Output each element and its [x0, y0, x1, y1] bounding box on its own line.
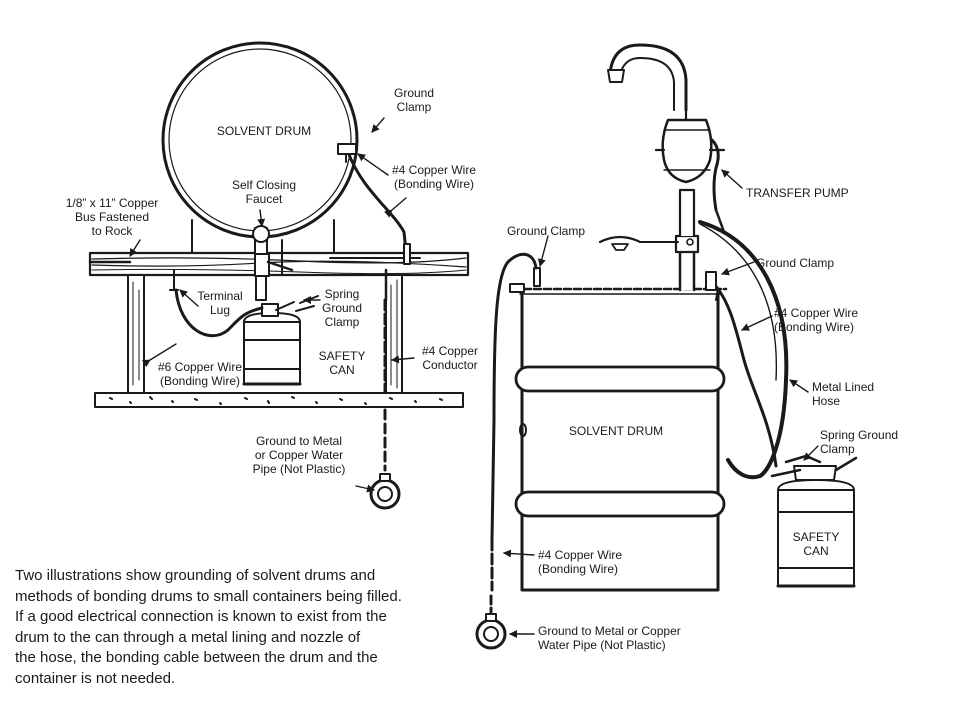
self-closing-faucet	[252, 225, 294, 301]
label-copper-wire-4-right-lower: #4 Copper Wire (Bonding Wire)	[538, 548, 623, 576]
right-leader-arrows	[503, 169, 819, 638]
label-metal-lined-hose: Metal Lined Hose	[812, 380, 875, 408]
label-solvent-drum-right: SOLVENT DRUM	[568, 424, 664, 438]
transfer-pump	[598, 43, 726, 292]
spring-ground-clamp-right	[784, 454, 822, 464]
caption-line: methods of bonding drums to small contai…	[15, 587, 402, 605]
label-spring-ground-clamp-left: Spring Ground Clamp	[321, 287, 363, 329]
caption-line: Two illustrations show grounding of solv…	[15, 567, 376, 584]
right-safety-can	[770, 456, 858, 588]
drum-ground-clamp-left	[337, 143, 357, 163]
bonding-wire-4-right-lower	[490, 252, 538, 542]
label-copper-wire-4-left: #4 Copper Wire (Bonding Wire)	[391, 163, 477, 191]
label-copper-bus: 1/8” x 11” Copper Bus Fastened to Rock	[65, 196, 159, 238]
concrete-floor	[94, 392, 464, 408]
label-spring-ground-clamp-right: Spring Ground Clamp	[820, 428, 899, 456]
wooden-rack-beam	[88, 251, 470, 277]
label-transfer-pump: TRANSFER PUMP	[746, 186, 849, 200]
label-copper-wire-6: #6 Copper Wire (Bonding Wire)	[157, 360, 243, 388]
caption: Two illustrations show grounding of solv…	[15, 566, 435, 689]
ground-pipe-clamp-right	[475, 613, 507, 650]
label-ground-to-pipe-left: Ground to Metal or Copper Water Pipe (No…	[252, 434, 346, 476]
horizontal-solvent-drum	[161, 41, 359, 239]
left-leader-arrows	[129, 117, 415, 493]
bonding-wire-6	[174, 288, 264, 338]
label-safety-can-right: SAFETY CAN	[792, 530, 840, 558]
label-self-closing-faucet: Self Closing Faucet	[231, 178, 297, 206]
label-ground-clamp-left: Ground Clamp	[393, 86, 435, 114]
metal-lined-hose	[698, 220, 789, 480]
left-safety-can	[242, 301, 302, 386]
upright-solvent-drum	[512, 287, 728, 592]
right-figure	[475, 43, 858, 650]
label-copper-wire-4-right-upper: #4 Copper Wire (Bonding Wire)	[774, 306, 859, 334]
caption-line: the hose, the bonding cable between the …	[15, 649, 378, 666]
label-ground-clamp-right-2: Ground Clamp	[756, 256, 835, 270]
label-solvent-drum-left: SOLVENT DRUM	[216, 124, 312, 138]
left-figure	[88, 41, 470, 510]
label-copper-conductor-4: #4 Copper Conductor	[421, 344, 479, 372]
label-ground-to-pipe-right: Ground to Metal or Copper Water Pipe (No…	[538, 624, 681, 652]
caption-line: container is not needed.	[15, 669, 176, 687]
drum-ground-clamp-right	[509, 267, 541, 293]
bonding-wire-4-right-upper	[710, 280, 778, 468]
label-safety-can-left: SAFETY CAN	[318, 349, 366, 377]
ground-pipe-clamp-left	[369, 473, 401, 510]
caption-line: If a good electrical connection is known…	[15, 608, 387, 625]
label-ground-clamp-right-1: Ground Clamp	[506, 224, 586, 238]
drum-ground-clamp-pump-side	[705, 271, 717, 291]
bonding-wire-4-left	[346, 150, 408, 254]
caption-line: drum to the can through a metal lining a…	[15, 628, 361, 646]
label-terminal-lug: Terminal Lug	[197, 289, 243, 317]
